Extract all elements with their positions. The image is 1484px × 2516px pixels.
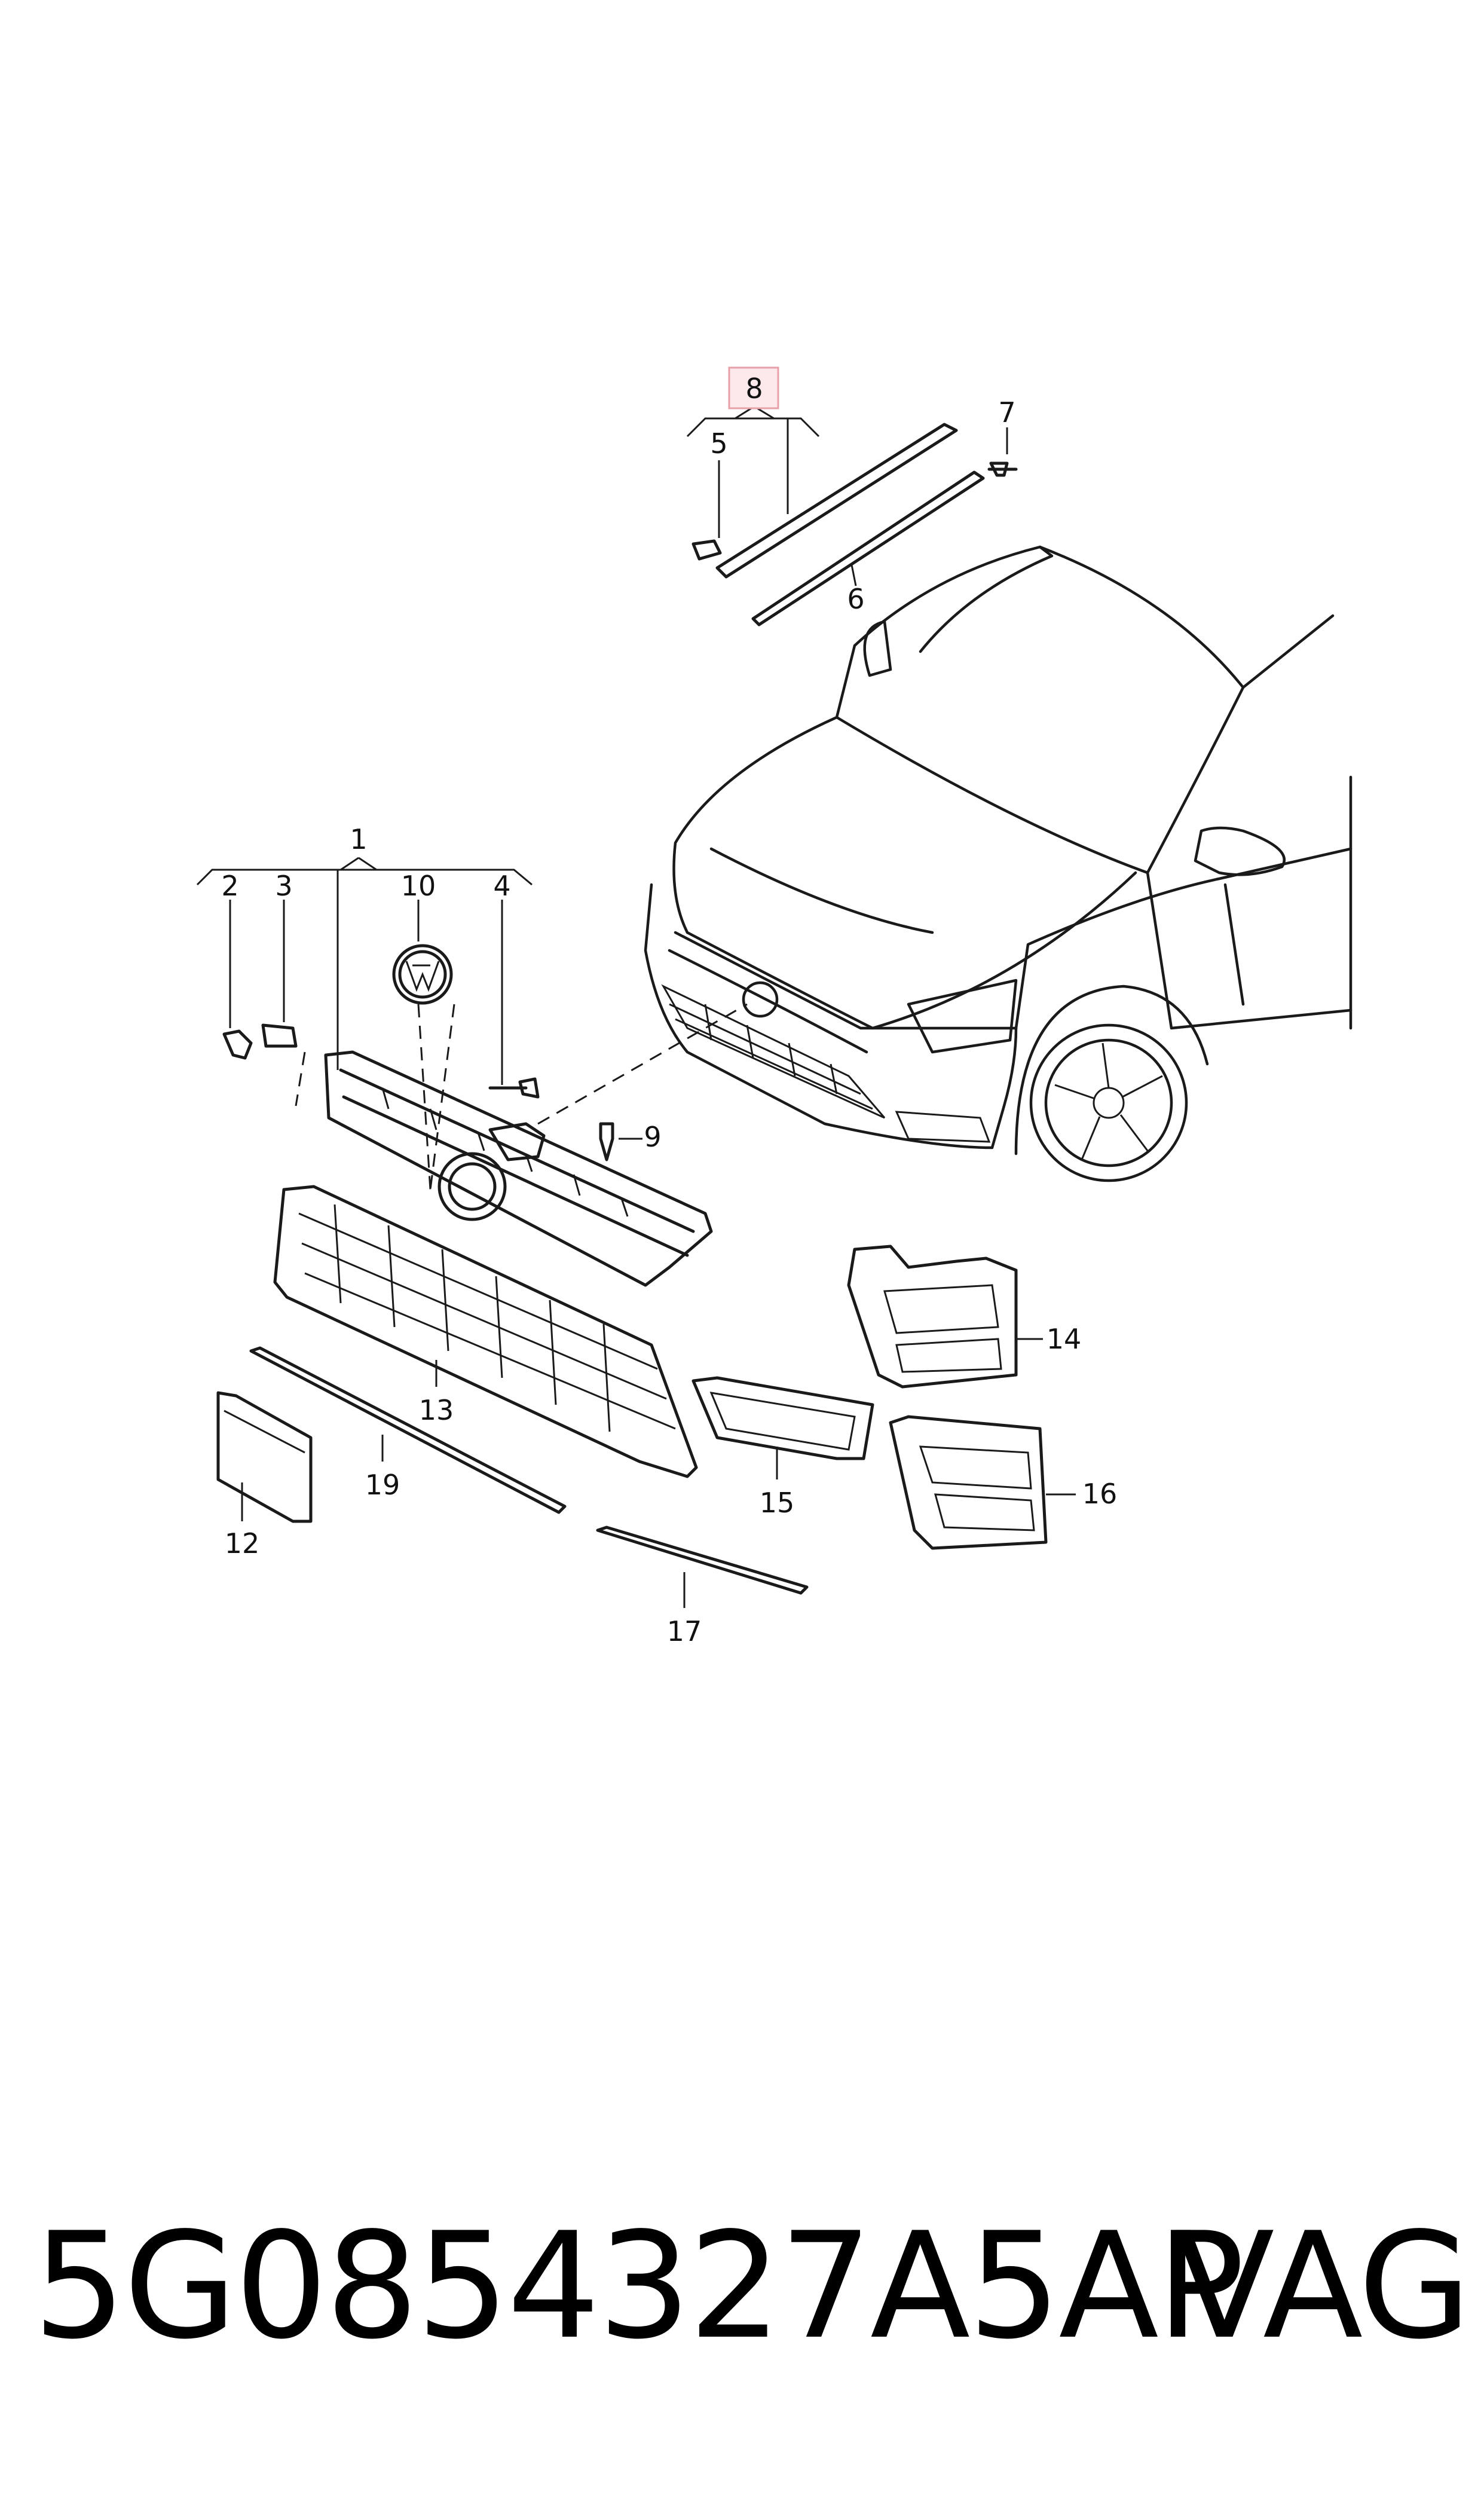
callout-2[interactable]: 2	[221, 870, 238, 902]
leader-6	[850, 564, 857, 586]
grille-to-car-leader	[537, 1003, 748, 1125]
emblem-leader-a	[417, 1004, 432, 1190]
frame-16-inner	[919, 1445, 1035, 1531]
clip-3	[261, 1023, 298, 1048]
plate-bracket	[216, 1391, 313, 1523]
frame-16	[889, 1415, 1048, 1550]
vw-emblem	[392, 944, 453, 1005]
fog-cover-15	[691, 1376, 874, 1460]
part-number-footer: 5G0854327A5AP VAG	[33, 2200, 1471, 2373]
callout-3[interactable]: 3	[275, 870, 292, 902]
bracket-14	[847, 1245, 1018, 1389]
clip-2	[222, 1029, 253, 1060]
callout-7[interactable]: 7	[998, 396, 1015, 429]
trim-strip-19	[249, 1346, 567, 1514]
plate-bracket-detail	[224, 1410, 305, 1454]
car-outline	[644, 545, 1353, 1182]
callout-16[interactable]: 16	[1082, 1478, 1118, 1510]
callout-8[interactable]: 8	[745, 372, 763, 405]
emblem-leader-b	[429, 1004, 455, 1190]
callout-10[interactable]: 10	[401, 870, 436, 902]
callout-5[interactable]: 5	[710, 427, 727, 460]
callout-15[interactable]: 15	[760, 1487, 795, 1519]
screw-9	[599, 1122, 614, 1161]
brand-label: VAG	[1174, 2201, 1471, 2371]
roof-moulding-group	[691, 423, 1018, 626]
callout-14[interactable]: 14	[1047, 1323, 1082, 1355]
callout-17[interactable]: 17	[667, 1615, 702, 1647]
bracket-14-inner	[883, 1284, 1002, 1373]
upper-grille	[324, 1050, 713, 1287]
screw-4	[488, 1077, 540, 1099]
callout-13[interactable]: 13	[419, 1394, 454, 1426]
callout-12[interactable]: 12	[225, 1527, 260, 1560]
part-number: 5G0854327A5AP	[33, 2201, 1245, 2371]
bracket-1	[196, 869, 533, 886]
callout-6[interactable]: 6	[847, 583, 864, 615]
lower-grille	[273, 1185, 698, 1478]
bracket-8	[686, 417, 820, 438]
trim-strip-17	[596, 1526, 809, 1595]
callout-1[interactable]: 1	[350, 823, 367, 855]
highlight-box-8	[728, 366, 779, 409]
callout-9[interactable]: 9	[644, 1121, 661, 1153]
clip-leader	[295, 1051, 306, 1106]
fog-cover-15-inner	[709, 1392, 856, 1451]
callout-4[interactable]: 4	[493, 870, 510, 902]
callout-19[interactable]: 19	[365, 1469, 400, 1501]
leader-1	[340, 857, 377, 871]
